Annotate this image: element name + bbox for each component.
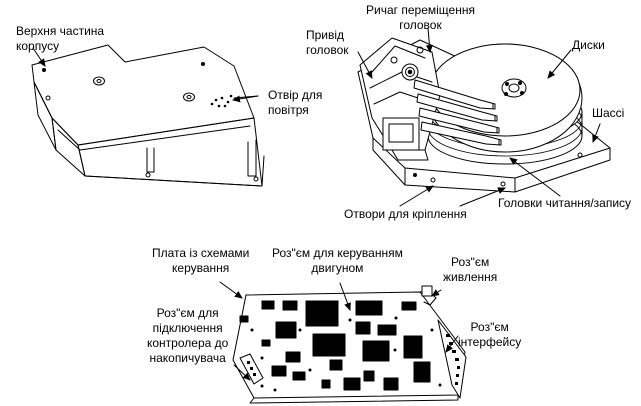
drive-assembly-drawing xyxy=(357,37,611,193)
label-motor-connector: Роз"єм для керуванням двигуном xyxy=(272,246,403,275)
label-chassis: Шассі xyxy=(592,106,625,120)
label-interface-connector: Роз"єм інтерфейсу xyxy=(458,320,522,349)
label-air-hole: Отвір для повітря xyxy=(268,88,323,117)
label-head-actuator: Привід головок xyxy=(306,28,349,57)
top-cover-drawing xyxy=(31,44,265,187)
label-disks: Диски xyxy=(572,38,605,52)
label-mount-holes: Отвори для кріплення xyxy=(344,207,467,221)
label-head-arm: Ричаг переміщення головок xyxy=(366,3,475,32)
label-rw-heads: Головки читання/запису xyxy=(498,196,632,210)
label-controller-connector: Роз"єм для підключення контролера до нак… xyxy=(147,306,229,365)
label-power-connector: Роз"єм живлення xyxy=(443,255,498,284)
leader-lines xyxy=(32,27,601,381)
label-top-cover: Верхня частина корпусу xyxy=(16,24,105,53)
label-control-board: Плата із схемами керування xyxy=(152,246,250,275)
control-board-drawing xyxy=(232,285,467,404)
